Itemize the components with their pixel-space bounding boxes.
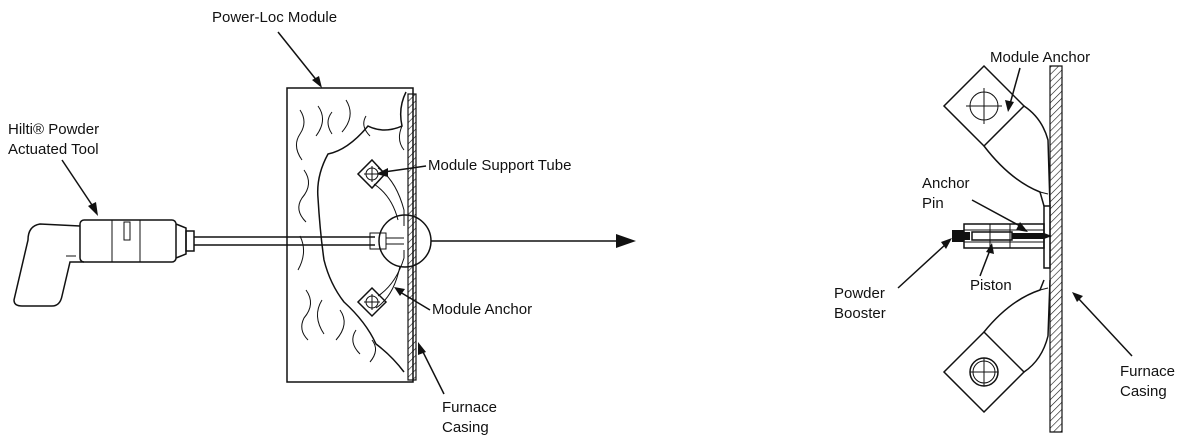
leader-module-anchor-right [1005,67,1021,112]
tool-barrel-detail [963,223,1045,249]
leader-piston [979,243,994,277]
label-powder-booster-line1: Powder [834,285,885,302]
module-anchor-lower [942,279,1051,414]
furnace-casing-right [1049,65,1063,433]
label-furnace-casing-left-line1: Furnace [442,399,497,416]
furnace-casing-left [407,93,417,381]
module-support-tube-lower [356,250,405,318]
label-hilti-tool-line1: Hilti® Powder [8,121,99,138]
leader-module-anchor-left [394,287,431,311]
detail-circle [369,214,432,268]
leader-module-support-tube [376,165,427,177]
label-piston: Piston [970,277,1012,294]
leader-furnace-casing-right [1072,292,1133,357]
leader-anchor-pin [971,199,1028,232]
label-hilti-tool-line2: Actuated Tool [8,141,99,158]
leader-power-loc-module [277,31,322,88]
label-anchor-pin-line1: Anchor [922,175,970,192]
label-powder-booster-line2: Booster [834,305,886,322]
leader-powder-booster [897,238,952,289]
piston [971,231,1013,241]
label-anchor-pin-line2: Pin [922,195,944,212]
detail-arrow [431,234,636,248]
module-anchor-upper [942,64,1051,207]
power-loc-module [286,87,414,383]
label-module-anchor-right: Module Anchor [990,49,1090,66]
label-power-loc-module: Power-Loc Module [212,9,337,26]
anchor-pin [1012,233,1052,239]
label-module-anchor-left: Module Anchor [432,301,532,318]
label-module-support-tube: Module Support Tube [428,157,571,174]
powder-actuated-tool [13,219,375,307]
leader-furnace-casing-left [418,342,445,395]
label-furnace-casing-right-line2: Casing [1120,383,1167,400]
powder-booster [952,230,970,242]
label-furnace-casing-right-line1: Furnace [1120,363,1175,380]
leader-hilti-tool [61,159,98,216]
label-furnace-casing-left-line2: Casing [442,419,489,436]
